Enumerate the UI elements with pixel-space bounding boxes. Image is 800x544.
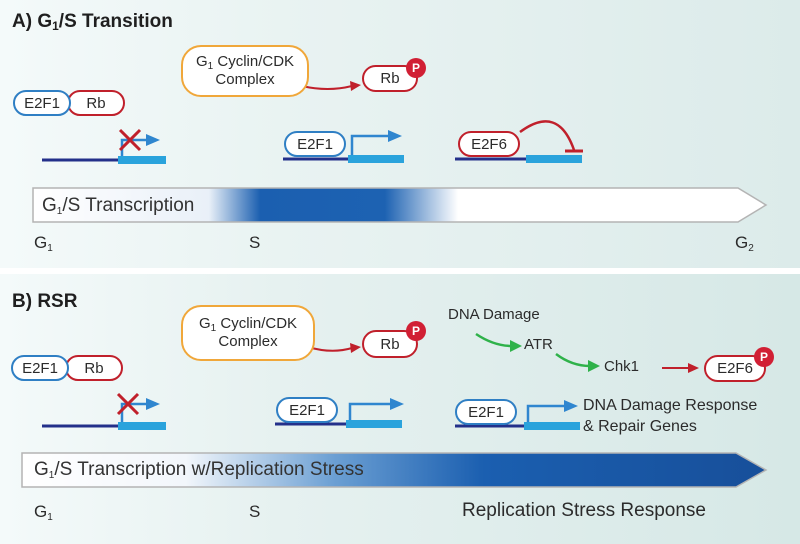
cyclin-cdk-complex-b: G1 Cyclin/CDK Complex bbox=[181, 305, 315, 361]
response-genes-label-line2: & Repair Genes bbox=[583, 418, 697, 435]
phase-s-b: S bbox=[249, 502, 261, 521]
e2f6-a: E2F6 bbox=[458, 131, 520, 157]
chk1-to-e2f6-arrow bbox=[662, 363, 699, 373]
phase-g1-a: G1 bbox=[34, 233, 53, 254]
e2f1-response-b: E2F1 bbox=[455, 399, 517, 425]
dna-damage-to-atr-arrow bbox=[475, 332, 522, 352]
panel-a-g1s-transition bbox=[0, 0, 800, 268]
panel-b-title: B) RSR bbox=[12, 291, 78, 312]
e2f1-bound-b: E2F1 bbox=[11, 355, 69, 381]
phosphorylation-arrow-a bbox=[301, 81, 361, 91]
phospho-icon-e2f6: P bbox=[754, 347, 774, 367]
response-genes-label-line1: DNA Damage Response bbox=[583, 397, 758, 414]
phospho-icon-b: P bbox=[406, 321, 426, 341]
g1s-transcription-label: G1/S Transcription bbox=[42, 195, 195, 217]
replication-stress-bar bbox=[21, 452, 768, 488]
panel-divider bbox=[0, 268, 800, 274]
inhibition-arrow-icon bbox=[519, 120, 583, 153]
phase-g2-a: G2 bbox=[735, 233, 754, 254]
phosphorylation-arrow-b bbox=[307, 343, 361, 353]
e2f1-active-b: E2F1 bbox=[276, 397, 338, 423]
gene-a-active bbox=[283, 130, 404, 163]
e2f1-bound-a: E2F1 bbox=[13, 90, 71, 116]
gene-b-repressed bbox=[42, 398, 166, 430]
atr-label: ATR bbox=[524, 336, 553, 353]
atr-to-chk1-arrow bbox=[555, 352, 600, 372]
rb-bound-a: Rb bbox=[67, 90, 125, 116]
phase-g1-b: G1 bbox=[34, 502, 53, 523]
gene-b-active bbox=[275, 398, 404, 428]
blocked-x-icon bbox=[118, 128, 142, 152]
cyclin-cdk-complex-a: G1 Cyclin/CDK Complex bbox=[181, 45, 309, 97]
phospho-icon: P bbox=[406, 58, 426, 78]
dna-damage-label: DNA Damage bbox=[448, 306, 540, 323]
rb-bound-b: Rb bbox=[65, 355, 123, 381]
chk1-label: Chk1 bbox=[604, 358, 640, 375]
e2f1-active-a: E2F1 bbox=[284, 131, 346, 157]
gene-b-response bbox=[455, 400, 580, 430]
panel-a-title: A) G1/S Transition bbox=[12, 11, 173, 33]
gene-a-e2f6 bbox=[455, 155, 582, 163]
blocked-x-icon-b bbox=[116, 392, 140, 416]
gene-a-repressed bbox=[42, 134, 166, 164]
replication-stress-response-label: Replication Stress Response bbox=[462, 500, 706, 521]
g1s-transcription-bar bbox=[32, 187, 768, 223]
replication-stress-transcription-label: G1/S Transcription w/Replication Stress bbox=[34, 459, 364, 481]
phase-s-a: S bbox=[249, 233, 261, 252]
